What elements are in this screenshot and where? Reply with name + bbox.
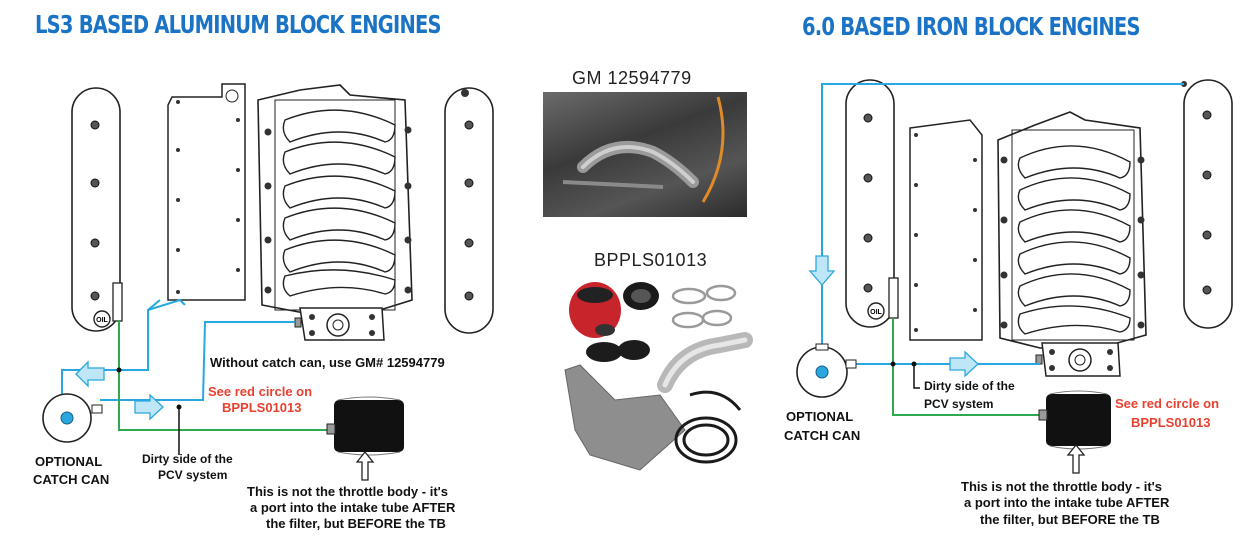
left-catch-label-1: OPTIONAL <box>35 454 103 469</box>
right-dirty-label-1: Dirty side of the <box>924 379 1015 393</box>
left-without-catch-label: Without catch can, use GM# 12594779 <box>210 355 445 370</box>
left-flow-arrow-2 <box>134 393 164 421</box>
left-junction-dot-1 <box>116 367 122 373</box>
left-note-3: the filter, but BEFORE the TB <box>266 516 446 531</box>
photo-2-caption: BPPLS01013 <box>594 250 708 270</box>
right-intake-tube-port <box>1038 390 1111 450</box>
kit-clamps <box>671 284 737 329</box>
right-note-1: This is not the throttle body - it's <box>961 479 1162 494</box>
right-green-hose <box>892 318 1040 416</box>
kit-filter <box>569 282 621 338</box>
left-note-2: a port into the intake tube AFTER <box>250 500 456 515</box>
left-dirty-label-1: Dirty side of the <box>142 452 233 466</box>
left-title: LS3 BASED ALUMINUM BLOCK ENGINES <box>35 10 442 39</box>
left-green-hose <box>118 320 330 431</box>
right-catch-can <box>796 343 857 398</box>
kit-coupler <box>623 282 659 310</box>
left-catch-label-2: CATCH CAN <box>33 472 110 487</box>
left-valve-cover-2 <box>444 87 494 334</box>
left-note-1: This is not the throttle body - it's <box>247 484 448 499</box>
left-red-note-2: BPPLS01013 <box>222 400 302 415</box>
right-flow-arrow-1 <box>808 255 836 286</box>
right-valve-cover-2 <box>1181 79 1233 329</box>
left-flow-arrow-1 <box>75 360 105 388</box>
photo-gm-part <box>543 92 747 217</box>
left-valley-plate <box>167 83 246 301</box>
left-intake-tube-port <box>326 396 404 456</box>
right-flow-arrow-2 <box>949 350 979 378</box>
kit-heat-shield <box>564 364 686 471</box>
right-intake-manifold <box>997 111 1147 377</box>
left-valve-cover-1: OIL <box>71 87 123 332</box>
gm-hose-photo <box>562 96 725 203</box>
right-title: 6.0 BASED IRON BLOCK ENGINES <box>802 12 1140 41</box>
right-note-3: the filter, but BEFORE the TB <box>980 512 1160 527</box>
left-oil-cap: OIL <box>96 317 108 324</box>
left-catch-can <box>42 393 103 443</box>
right-catch-label-2: CATCH CAN <box>784 428 861 443</box>
right-dirty-leader <box>913 364 920 389</box>
right-note-2: a port into the intake tube AFTER <box>964 495 1170 510</box>
right-dirty-label-2: PCV system <box>924 397 994 411</box>
left-red-note-1: See red circle on <box>208 384 313 399</box>
kit-hoses <box>674 390 742 464</box>
right-red-note-2: BPPLS01013 <box>1131 415 1211 430</box>
right-note-arrow <box>1066 443 1086 474</box>
right-oil-cap: OIL <box>870 309 882 316</box>
right-valve-cover-1: OIL <box>845 79 899 328</box>
left-intake-manifold <box>257 84 413 341</box>
right-red-note-1: See red circle on <box>1115 396 1220 411</box>
left-dirty-label-2: PCV system <box>158 468 228 482</box>
right-catch-label-1: OPTIONAL <box>786 409 854 424</box>
photo-1-caption: GM 12594779 <box>572 68 692 88</box>
kit-tube <box>586 332 753 393</box>
right-valley-plate <box>909 119 983 341</box>
left-note-arrow <box>355 450 375 481</box>
right-junction-dot-1 <box>890 361 896 367</box>
